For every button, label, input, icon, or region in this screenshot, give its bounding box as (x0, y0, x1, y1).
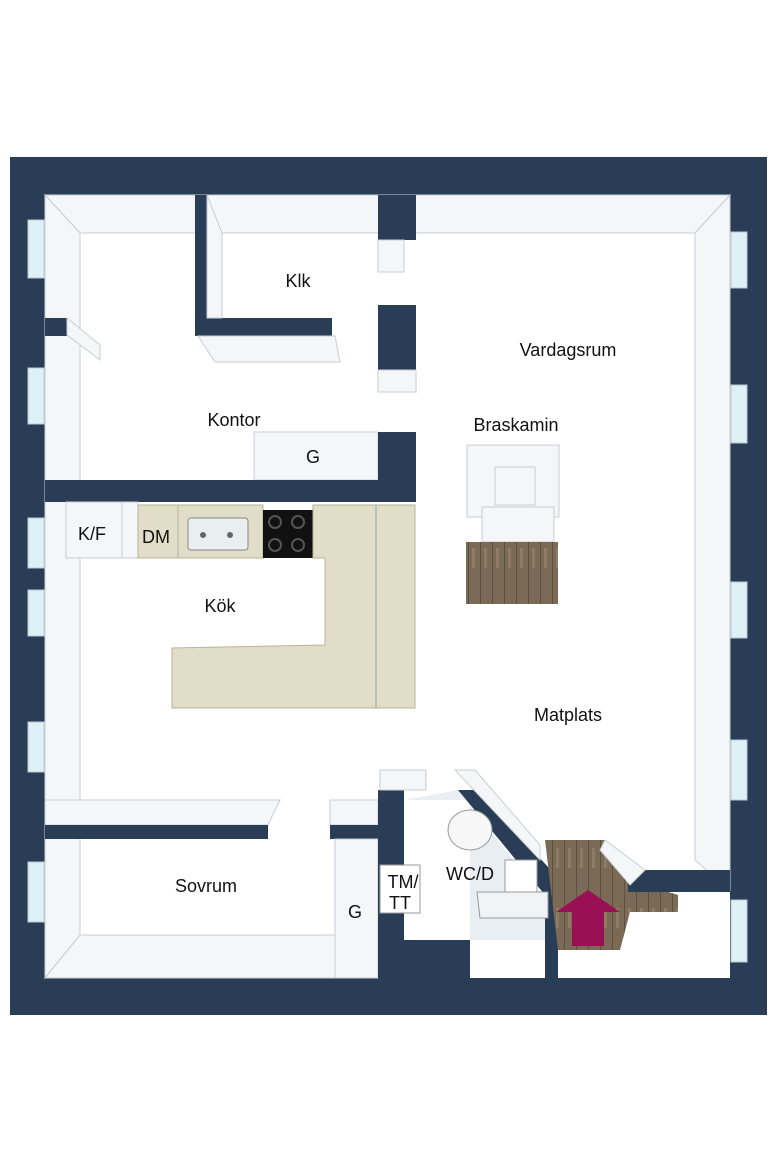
middle-wall-top (378, 195, 416, 240)
room-label-tm-line1: TM/ (388, 872, 419, 892)
room-label-sovrum: Sovrum (175, 876, 237, 896)
window-right-4 (730, 739, 748, 801)
sink-icon (187, 517, 249, 551)
fridge-freezer (65, 501, 123, 559)
dishwasher (137, 504, 179, 559)
stairs-arrow-icon (556, 890, 620, 946)
bathroom-diagonal-wall (458, 790, 558, 978)
fireplace-wood-floor (466, 542, 558, 604)
sovrum-wall-right (330, 825, 378, 839)
room-label-kok: Kök (204, 596, 236, 616)
room-label-vardagsrum: Vardagsrum (520, 340, 617, 360)
window-left-2 (27, 367, 45, 425)
window-left-5 (27, 721, 45, 773)
bathroom-door-frame (379, 769, 427, 791)
sovrum-top-wall (45, 825, 268, 839)
toilet-icon (447, 809, 493, 851)
closet-inner-face (206, 194, 223, 319)
burner-1 (268, 515, 282, 529)
room-label-g-top: G (306, 447, 320, 467)
room-label-klk: Klk (285, 271, 311, 291)
window-left-3 (27, 517, 45, 569)
sink-drain-2 (227, 532, 233, 538)
sovrum-door-frame (329, 799, 379, 826)
stair-wall-face (599, 839, 646, 886)
g-top-closet (253, 431, 379, 481)
window-right-2 (730, 384, 748, 444)
sovrum-wall-face (44, 799, 281, 826)
sink-drain-1 (200, 532, 206, 538)
room-label-wcd: WC/D (446, 864, 494, 884)
fridge-side (121, 501, 139, 559)
door-frame-1 (377, 239, 405, 273)
bottom-wall-face (43, 934, 336, 979)
bathroom-floor (404, 790, 545, 978)
burner-2 (291, 515, 305, 529)
washbasin (504, 859, 538, 893)
burner-4 (291, 538, 305, 552)
closet-bottom-wall (195, 318, 332, 336)
window-left-6 (27, 861, 45, 923)
closet-bottom-face (197, 335, 341, 363)
door-frame-2 (377, 369, 417, 393)
room-label-braskamin: Braskamin (473, 415, 558, 435)
bathroom-bottom-wall (404, 940, 470, 978)
room-label-tm-line2: TT (389, 893, 411, 913)
window-right-1 (730, 231, 748, 289)
tm-tt-unit (379, 864, 421, 914)
closet-left-wall (195, 195, 207, 335)
window-left-4 (27, 589, 45, 637)
room-label-kf: K/F (78, 524, 106, 544)
room-label-kontor: Kontor (207, 410, 260, 430)
room-label-g-bottom: G (348, 902, 362, 922)
kontor-kok-wall (45, 480, 416, 502)
room-label-dm: DM (142, 527, 170, 547)
left-wall-face (44, 193, 81, 980)
fireplace-box (494, 466, 536, 506)
fireplace-hearth (481, 506, 555, 543)
bathroom-diagonal-face (453, 769, 541, 862)
window-left-1 (27, 219, 45, 279)
window-right-5 (730, 899, 748, 963)
middle-wall-mid (378, 305, 416, 370)
burner-3 (268, 538, 282, 552)
room-label-matplats: Matplats (534, 705, 602, 725)
kitchen-island (171, 504, 416, 709)
g-top-wall (378, 432, 416, 482)
left-wall-stub (45, 318, 67, 336)
window-right-3 (730, 581, 748, 639)
right-wall-face (694, 193, 731, 892)
stair-wall (628, 870, 730, 892)
left-stub-face (66, 316, 101, 362)
g-bottom-closet (334, 838, 379, 979)
shower-tray (476, 891, 549, 919)
